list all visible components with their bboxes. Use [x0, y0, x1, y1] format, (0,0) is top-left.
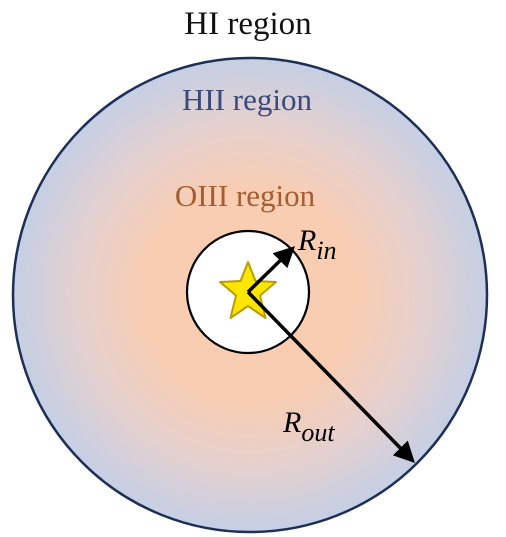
- r-out-label-sub: out: [301, 418, 335, 447]
- r-in-label-base: R: [297, 224, 316, 257]
- oiii-region-label: OIII region: [175, 178, 316, 213]
- r-in-label: Rin: [297, 224, 337, 265]
- r-in-label-sub: in: [316, 236, 336, 265]
- r-out-arrow: [246, 290, 415, 464]
- r-in-arrow: [246, 246, 296, 294]
- hii-region-label: HII region: [182, 82, 312, 117]
- hi-region-label: HI region: [184, 6, 311, 42]
- r-out-label: Rout: [282, 406, 335, 447]
- r-out-label-base: R: [282, 406, 301, 439]
